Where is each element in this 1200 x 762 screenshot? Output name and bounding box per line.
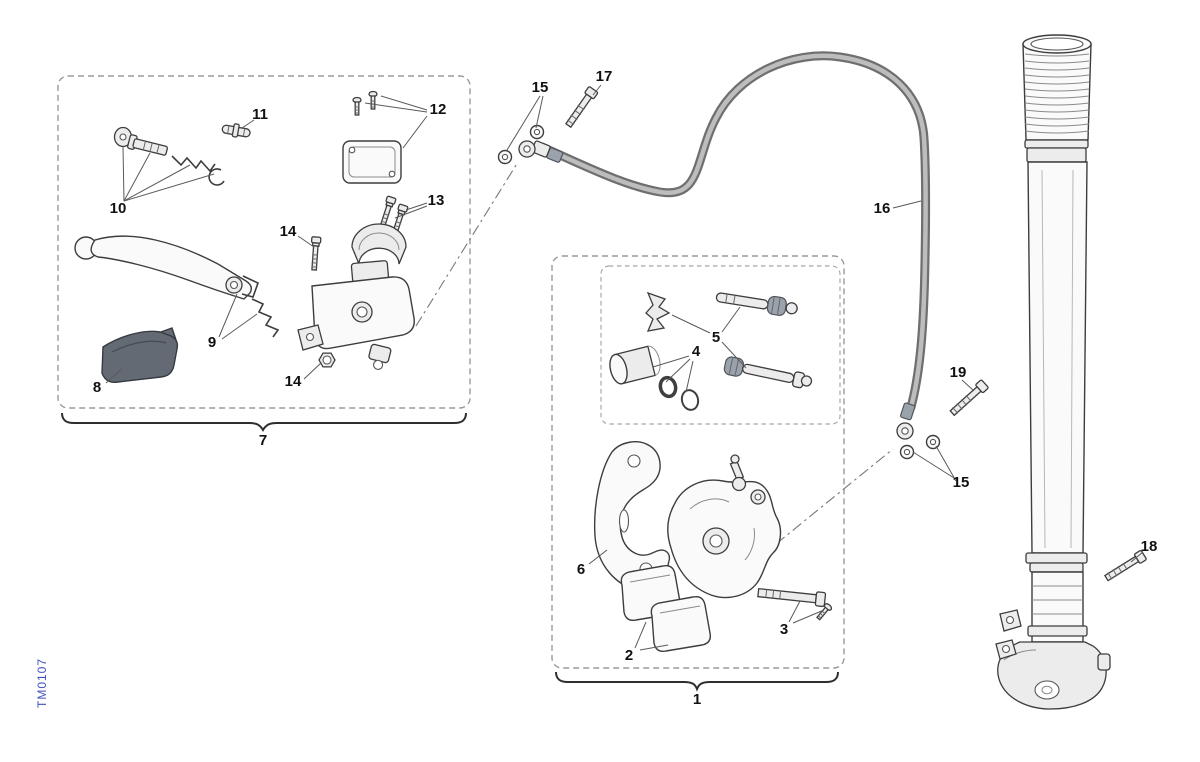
- callout-layer: 15 17 12 11 10 13 14 16 9 8 14 7 54 19 15 6 18 3 2 1: [93, 68, 1158, 708]
- part-callout-15: 15: [953, 474, 970, 491]
- pump-nut-14-bottom: [318, 352, 336, 368]
- part-callout-13: 13: [428, 192, 445, 209]
- part-callout-16: 16: [874, 200, 891, 217]
- pins-seals-subbox: [600, 265, 841, 425]
- caliper-piston-4: [609, 345, 661, 385]
- pad-retainer-clip-5: [645, 291, 671, 332]
- circlip: [208, 168, 225, 186]
- watermark: TM0107: [35, 658, 49, 708]
- part-callout-3: 3: [780, 621, 788, 638]
- hose-lower-banjo: [896, 402, 916, 440]
- piston-seals-4: [658, 375, 700, 411]
- part-callout-5: 5: [712, 329, 720, 346]
- part-callout-4: 4: [692, 343, 701, 360]
- part-callout-6: 6: [577, 561, 585, 578]
- fork-mount-bolt-18: [1102, 549, 1148, 584]
- master-cylinder-body: [297, 260, 415, 370]
- pump-screw-14-top: [308, 236, 322, 271]
- brake-hose-16: [537, 51, 931, 412]
- part-callout-1: 1: [693, 691, 701, 708]
- part-callout-17: 17: [596, 68, 613, 85]
- bleed-nipple: [730, 454, 740, 464]
- part-callout-14: 14: [280, 223, 297, 240]
- part-callout-2: 2: [625, 647, 633, 664]
- part-callout-19: 19: [950, 364, 967, 381]
- part-callout-15: 15: [532, 79, 549, 96]
- group-1-box: [551, 255, 845, 669]
- part-callout-14: 14: [285, 373, 302, 390]
- banjo-bolt-19: [947, 378, 990, 418]
- brake-caliper-body: [667, 454, 782, 599]
- part-callout-9: 9: [208, 334, 216, 351]
- part-callout-8: 8: [93, 379, 101, 396]
- part-callout-10: 10: [110, 200, 127, 217]
- part-callout-12: 12: [430, 101, 447, 118]
- lever-spring: [251, 298, 280, 338]
- brake-pads-2: [620, 564, 712, 653]
- adjuster-hardware-10: [113, 126, 225, 186]
- part-callout-7: 7: [259, 432, 267, 449]
- pad-pin-upper-5: [715, 292, 798, 316]
- part-callout-11: 11: [252, 106, 268, 123]
- assembly-line-pump-to-hose: [415, 161, 519, 327]
- pad-pin-lower-5: [723, 356, 813, 389]
- brake-lever-9: [74, 235, 280, 338]
- reservoir-cap-12: [342, 90, 402, 184]
- handlebar-clamp: [351, 223, 407, 265]
- assembly-line-caliper-to-hose: [775, 448, 894, 545]
- caliper-bracket-6: [593, 441, 671, 594]
- group-7-brace: [61, 412, 467, 432]
- banjo-bolt-17: [563, 85, 599, 130]
- group-7-box: [57, 75, 471, 409]
- fork-tube: [995, 34, 1111, 710]
- lever-guard-8: [101, 327, 179, 383]
- lever-pivot-pin-11: [221, 123, 251, 138]
- hose-upper-banjo: [518, 140, 564, 163]
- banjo-washers-15-lower: [899, 434, 941, 460]
- adjuster-spring: [171, 155, 216, 173]
- group-1-brace: [555, 671, 839, 692]
- caliper-bolt-3: [757, 587, 834, 622]
- leader-lines: [105, 84, 1144, 651]
- part-callout-18: 18: [1141, 538, 1158, 555]
